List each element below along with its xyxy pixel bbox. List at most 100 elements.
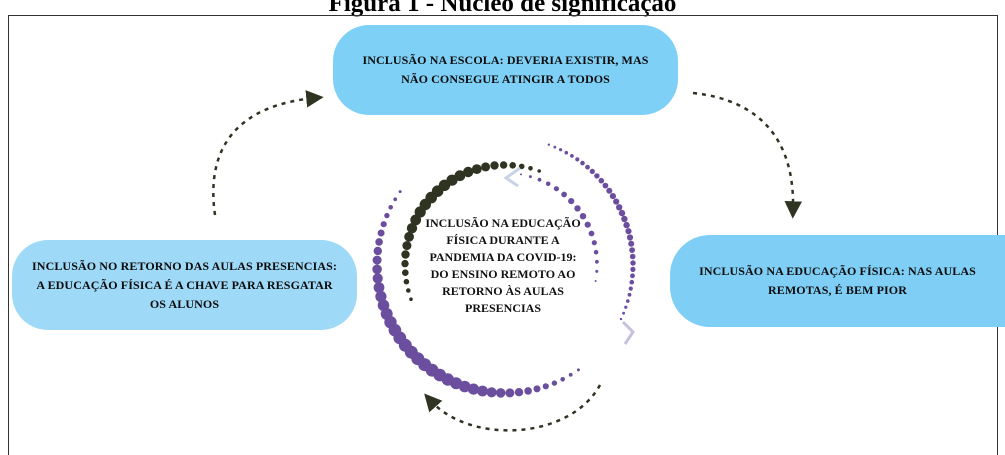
ring-dot-inner-right [593, 249, 599, 255]
ring-dot-inner-right [591, 240, 597, 246]
ring-dot-outer-right [628, 240, 635, 247]
ring-dot-outer-bottom [505, 388, 515, 398]
chevron-top-icon [503, 166, 521, 188]
ring-dot-outer-bottom [576, 368, 580, 372]
ring-dot-inner-right [528, 175, 532, 179]
ring-dot-outer-bottom [477, 385, 488, 397]
ring-dot-inner-left [509, 162, 516, 169]
ring-dot-outer-bottom [398, 190, 402, 194]
ring-dot-outer-bottom [372, 255, 382, 265]
node-right-label: INCLUSÃO NA EDUCAÇÃO FÍSICA: NAS AULAS R… [699, 264, 976, 297]
ring-dot-inner-left [471, 164, 482, 175]
ring-dot-outer-right [629, 253, 636, 260]
center-label: INCLUSÃO NA EDUCAÇÃO FÍSICA DURANTE A PA… [425, 216, 581, 315]
ring-dot-outer-right [613, 198, 620, 205]
cycle-diagram [212, 90, 802, 432]
ring-dot-outer-bottom [377, 299, 390, 312]
figure-title: Figura 1 - Núcleo de significação [328, 0, 677, 17]
ring-dot-outer-right [628, 286, 633, 291]
ring-dot-outer-right [626, 299, 630, 303]
ring-dot-outer-right [630, 266, 636, 272]
ring-dot-inner-left [481, 162, 491, 172]
ring-dot-outer-bottom [533, 385, 541, 393]
ring-dot-outer-bottom [375, 290, 387, 303]
ring-dot-outer-bottom [393, 197, 398, 202]
ring-dot-outer-right [594, 173, 600, 179]
ring-dot-outer-right [630, 273, 635, 279]
arrow-top-to-right [692, 91, 802, 219]
chevron-bottom-icon [621, 320, 635, 345]
ring-dot-outer-right [625, 228, 632, 235]
ring-dot-inner-right [537, 177, 542, 182]
ring-dot-outer-right [626, 234, 634, 241]
ring-dot-outer-right [559, 148, 563, 152]
ring-dot-outer-right [553, 145, 557, 149]
ring-dot-inner-left [402, 241, 412, 251]
ring-dot-outer-right [606, 187, 613, 194]
ring-dot-inner-left [409, 297, 413, 302]
ring-dot-outer-bottom [524, 387, 532, 395]
ring-dot-outer-bottom [514, 388, 524, 397]
ring-dot-inner-right [574, 205, 581, 212]
ring-dot-inner-left [499, 161, 508, 169]
ring-dot-inner-right [553, 186, 560, 192]
ring-dot-inner-left [454, 170, 466, 182]
ring-dot-outer-right [585, 164, 590, 170]
ring-dot-outer-bottom [372, 264, 382, 275]
ring-dot-outer-right [629, 247, 635, 254]
ring-dot-outer-right [609, 193, 617, 200]
ring-dot-outer-right [570, 154, 574, 158]
ring-dot-outer-bottom [560, 377, 565, 382]
ring-dot-outer-right [547, 143, 550, 146]
ring-dot-outer-right [630, 260, 636, 266]
ring-dot-outer-right [580, 160, 585, 166]
ring-dot-outer-right [564, 150, 569, 155]
ring-dot-inner-left [401, 250, 410, 259]
ring-dot-inner-left [528, 166, 533, 171]
ring-dot-outer-right [575, 157, 580, 162]
ring-dot-inner-right [594, 280, 597, 282]
ring-dot-outer-right [621, 215, 628, 223]
ring-dot-inner-left [404, 231, 414, 242]
ring-dot-outer-bottom [384, 212, 390, 219]
ring-dot-outer-bottom [568, 372, 573, 377]
ring-dot-outer-right [616, 204, 623, 211]
ring-dot-outer-right [629, 279, 635, 285]
ring-dot-outer-right [627, 292, 632, 297]
ring-dot-inner-left [518, 163, 525, 170]
ring-dot-outer-right [622, 311, 625, 315]
ring-dot-outer-bottom [375, 238, 383, 246]
ring-dot-outer-bottom [542, 383, 549, 390]
node-left-label: INCLUSÃO NO RETORNO DAS AULAS PRESENCIAS… [32, 258, 337, 311]
ring-dot-inner-left [402, 269, 409, 277]
node-top: INCLUSÃO NA ESCOLA: DEVERIA EXISTIR, MAS… [333, 25, 678, 115]
ring-dot-inner-left [490, 161, 499, 170]
ring-dot-inner-right [588, 230, 595, 237]
ring-dot-inner-right [561, 191, 567, 198]
ring-dot-inner-left [537, 169, 541, 173]
ring-dot-outer-bottom [380, 221, 387, 228]
ring-dot-inner-right [545, 181, 551, 187]
ring-dot-outer-right [589, 168, 595, 174]
ring-dot-inner-right [568, 198, 575, 205]
circular-dot-ornament [372, 143, 636, 398]
arrow-left-to-top [212, 90, 324, 216]
ring-dot-inner-right [520, 173, 522, 176]
ring-dot-outer-bottom [373, 246, 382, 256]
ring-dot-outer-right [598, 177, 605, 184]
ring-dot-outer-right [623, 221, 630, 229]
node-top-label: INCLUSÃO NA ESCOLA: DEVERIA EXISTIR, MAS… [362, 53, 649, 86]
ring-dot-outer-bottom [495, 388, 506, 398]
ring-dot-inner-left [401, 259, 409, 268]
ring-dot-inner-left [406, 223, 418, 234]
ring-dot-outer-right [602, 182, 609, 189]
arrow-right-to-left [424, 384, 602, 432]
ring-dot-inner-right [584, 221, 591, 228]
ring-dot-outer-bottom [486, 387, 497, 398]
node-left: INCLUSÃO NO RETORNO DAS AULAS PRESENCIAS… [12, 240, 357, 330]
ring-dot-outer-bottom [467, 383, 480, 395]
ring-dot-outer-bottom [372, 273, 383, 284]
node-right: INCLUSÃO NA EDUCAÇÃO FÍSICA: NAS AULAS R… [670, 235, 1005, 327]
ring-dot-inner-left [403, 278, 410, 285]
ring-dot-outer-bottom [551, 380, 558, 386]
